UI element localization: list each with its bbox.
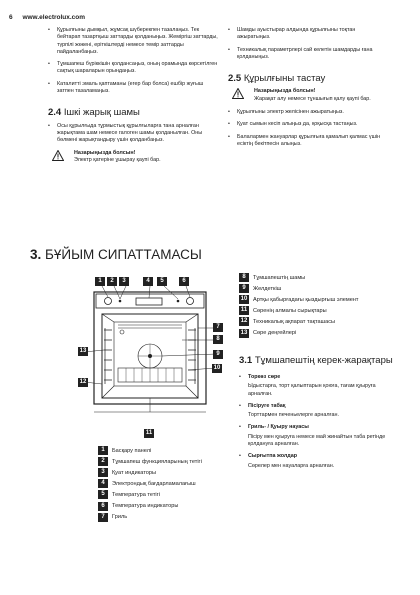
list-item: Сырғытпа жолдар Сөрелер мен науаларға ар… [239,453,399,470]
column-1: Құрылғыны дымқыл, жұмсақ шүберекпен таза… [48,27,218,168]
warning-icon [52,149,64,161]
lamp-replace-list: Шамды ауыстырар алдында құрылғыны тоқтан… [228,27,388,61]
section-3-1-title: 3.1 Тұмшапештің керек-жарақтары [239,355,393,366]
diagram-label-3: 3 [119,277,129,286]
list-item: Каталитті эмаль қаптаманы (егер бар болс… [48,81,218,96]
section-3-title: 3. БҰЙЫМ СИПАТТАМАСЫ [30,247,202,262]
warning-block: Назарыңызда болсын! Электр қатеріне ұшыр… [48,149,218,165]
accessories-list: Торкөз сөре Ыдыстарға, торт қалыптарын қ… [239,374,399,470]
diagram-label-8: 8 [213,335,223,344]
lamp-list: Осы құрылғыда тұрмыстық құрылғыларға тан… [48,123,218,145]
warning-text: Электр қатеріне ұшырау қаупі бар. [74,156,161,163]
warning-icon [232,88,244,100]
warning-title: Назарыңызда болсын! [74,149,136,156]
warning-title: Назарыңызда болсын! [254,88,316,95]
page-header: 6 www.electrolux.com [9,14,93,21]
list-item: Шамды ауыстырар алдында құрылғыны тоқтан… [228,27,388,42]
list-item: Балалармен жануарлар құрылғыға қамалып қ… [228,134,388,149]
diagram-label-6: 6 [179,277,189,286]
list-item: Құрылғыны электр желісінен ажыратыңыз. [228,109,388,117]
diagram-label-1: 1 [95,277,105,286]
page-number: 6 [9,14,13,21]
list-item: Қуат сымын кесіп алыңыз да, қоқысқа таст… [228,121,388,129]
diagram-label-7: 7 [213,323,223,332]
diagram-label-2: 2 [107,277,117,286]
oven-diagram [83,285,217,413]
list-item: Техникалық параметрлері сай келетін шамд… [228,47,388,62]
diagram-label-11: 11 [144,429,154,438]
column-2: Шамды ауыстырар алдында құрылғыны тоқтан… [228,27,388,153]
warning-block: Назарыңызда болсын! Жарақат алу немесе т… [228,88,388,103]
diagram-label-4: 4 [143,277,153,286]
list-item: Торкөз сөре Ыдыстарға, торт қалыптарын қ… [239,374,399,398]
list-item: Тұмшапеш бүріккішін қолдансаңыз, оның ор… [48,61,218,76]
site-url: www.electrolux.com [22,14,86,21]
list-item: Пісіруге табақ Торттармен печеньелерге а… [239,403,399,420]
diagram-label-9: 9 [213,350,223,359]
disposal-list: Құрылғыны электр желісінен ажыратыңыз. Қ… [228,109,388,148]
accessories-section: 3.1 Тұмшапештің керек-жарақтары Торкөз с… [239,355,399,475]
diagram-label-12: 12 [78,378,88,387]
list-item: Гриль- / Қуыру науасы Пісіру мен қуыруға… [239,424,399,448]
diagram-label-5: 5 [157,277,167,286]
section-2-5-title: 2.5 Құрылғыны тастау [228,73,326,85]
warning-text: Жарақат алу немесе тұншығып қалу қаупі б… [254,95,371,102]
diagram-label-10: 10 [212,364,222,373]
section-2-4-title: 2.4 Ішкі жарық шамы [48,107,140,119]
cleaning-list: Құрылғыны дымқыл, жұмсақ шүберекпен таза… [48,27,218,95]
list-item: Осы құрылғыда тұрмыстық құрылғыларға тан… [48,123,218,145]
diagram-label-13: 13 [78,347,88,356]
list-item: Құрылғыны дымқыл, жұмсақ шүберекпен таза… [48,27,218,56]
